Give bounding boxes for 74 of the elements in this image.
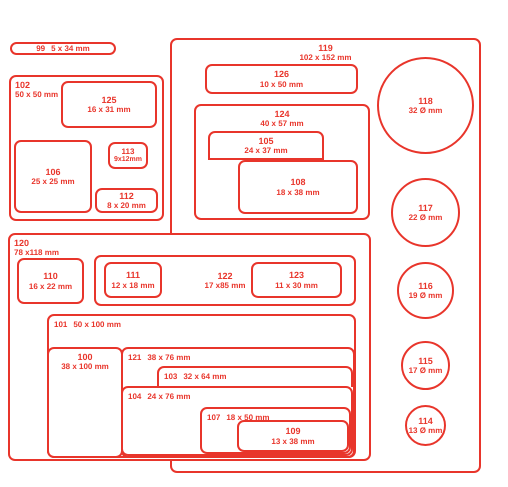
circle-label-outline bbox=[401, 341, 450, 390]
label-size: 22 Ø mm bbox=[408, 213, 442, 222]
label-number: 117 bbox=[418, 202, 433, 214]
label-number: 119 bbox=[318, 43, 333, 54]
label-outline bbox=[194, 104, 370, 220]
label-number: 114 bbox=[418, 416, 433, 426]
circle-label-outline bbox=[405, 405, 446, 446]
label-number: 100 bbox=[77, 352, 93, 362]
label-number: 118 bbox=[418, 96, 433, 106]
label-outline bbox=[237, 420, 349, 452]
label-outline bbox=[9, 75, 164, 221]
label-number: 111 bbox=[126, 270, 140, 281]
label-outline bbox=[208, 131, 324, 160]
label-size: 32 Ø mm bbox=[408, 106, 442, 116]
label-size: 8 x 20 mm bbox=[107, 201, 146, 210]
label-size: 11 x 30 mm bbox=[275, 280, 318, 290]
label-outline bbox=[104, 262, 162, 298]
label-outline bbox=[251, 262, 342, 298]
label-size: 13 x 38 mm bbox=[271, 436, 315, 446]
label-number: 103 bbox=[164, 372, 178, 382]
label-outline bbox=[238, 160, 358, 214]
label-size: 18 x 50 mm bbox=[226, 413, 270, 422]
label-size: 24 x 37 mm bbox=[244, 146, 288, 156]
label-outline bbox=[157, 366, 353, 387]
label-number: 115 bbox=[418, 356, 433, 366]
label-size: 25 x 25 mm bbox=[31, 177, 75, 186]
label-size: 50 x 50 mm bbox=[15, 90, 58, 100]
label-number: 105 bbox=[258, 136, 274, 146]
label-number: 124 bbox=[274, 109, 290, 120]
label-size: 38 x 100 mm bbox=[61, 362, 109, 372]
label-outline bbox=[47, 347, 123, 458]
label-size: 16 x 22 mm bbox=[28, 282, 72, 291]
label-size: 19 Ø mm bbox=[408, 291, 442, 300]
label-number: 99 bbox=[36, 44, 46, 54]
label-size: 13 Ø mm bbox=[408, 426, 442, 436]
label-size: 5 x 34 mm bbox=[51, 44, 90, 54]
label-number: 123 bbox=[288, 270, 304, 281]
label-number: 112 bbox=[119, 190, 134, 202]
label-number: 108 bbox=[290, 177, 306, 188]
label-outline bbox=[10, 42, 116, 55]
label-number: 107 bbox=[207, 413, 220, 422]
label-number: 121 bbox=[128, 353, 142, 362]
label-number: 104 bbox=[128, 392, 142, 402]
label-size: 10 x 50 mm bbox=[260, 80, 304, 89]
label-outline bbox=[14, 140, 92, 213]
label-number: 126 bbox=[274, 69, 290, 80]
label-size: 17 Ø mm bbox=[408, 366, 442, 376]
label-size: 78 x118 mm bbox=[14, 248, 59, 258]
label-outline bbox=[17, 258, 84, 304]
label-size: 50 x 100 mm bbox=[73, 320, 121, 330]
label-number: 120 bbox=[14, 238, 30, 248]
label-number: 110 bbox=[43, 271, 58, 282]
label-number: 109 bbox=[285, 426, 301, 437]
label-outline bbox=[108, 142, 148, 169]
label-size: 32 x 64 mm bbox=[183, 372, 226, 382]
label-size: 12 x 18 mm bbox=[111, 280, 155, 290]
label-size: 18 x 38 mm bbox=[276, 188, 320, 197]
label-number: 101 bbox=[54, 320, 68, 330]
label-outline bbox=[200, 407, 351, 454]
label-outline bbox=[95, 188, 158, 213]
label-number: 122 bbox=[217, 270, 233, 282]
label-outline bbox=[205, 64, 358, 94]
label-size: 38 x 76 mm bbox=[147, 353, 190, 362]
label-size: 16 x 31 mm bbox=[87, 105, 131, 114]
label-size: 24 x 76 mm bbox=[147, 392, 190, 402]
label-outline bbox=[61, 81, 157, 128]
label-number: 106 bbox=[45, 166, 61, 178]
label-size: 17 x85 mm bbox=[204, 281, 246, 290]
label-size: 102 x 152 mm bbox=[299, 53, 352, 63]
label-number: 102 bbox=[15, 80, 30, 90]
label-size: 40 x 57 mm bbox=[260, 119, 304, 129]
label-number: 113 bbox=[122, 146, 134, 156]
label-number: 116 bbox=[418, 280, 433, 292]
label-number: 125 bbox=[101, 94, 117, 106]
